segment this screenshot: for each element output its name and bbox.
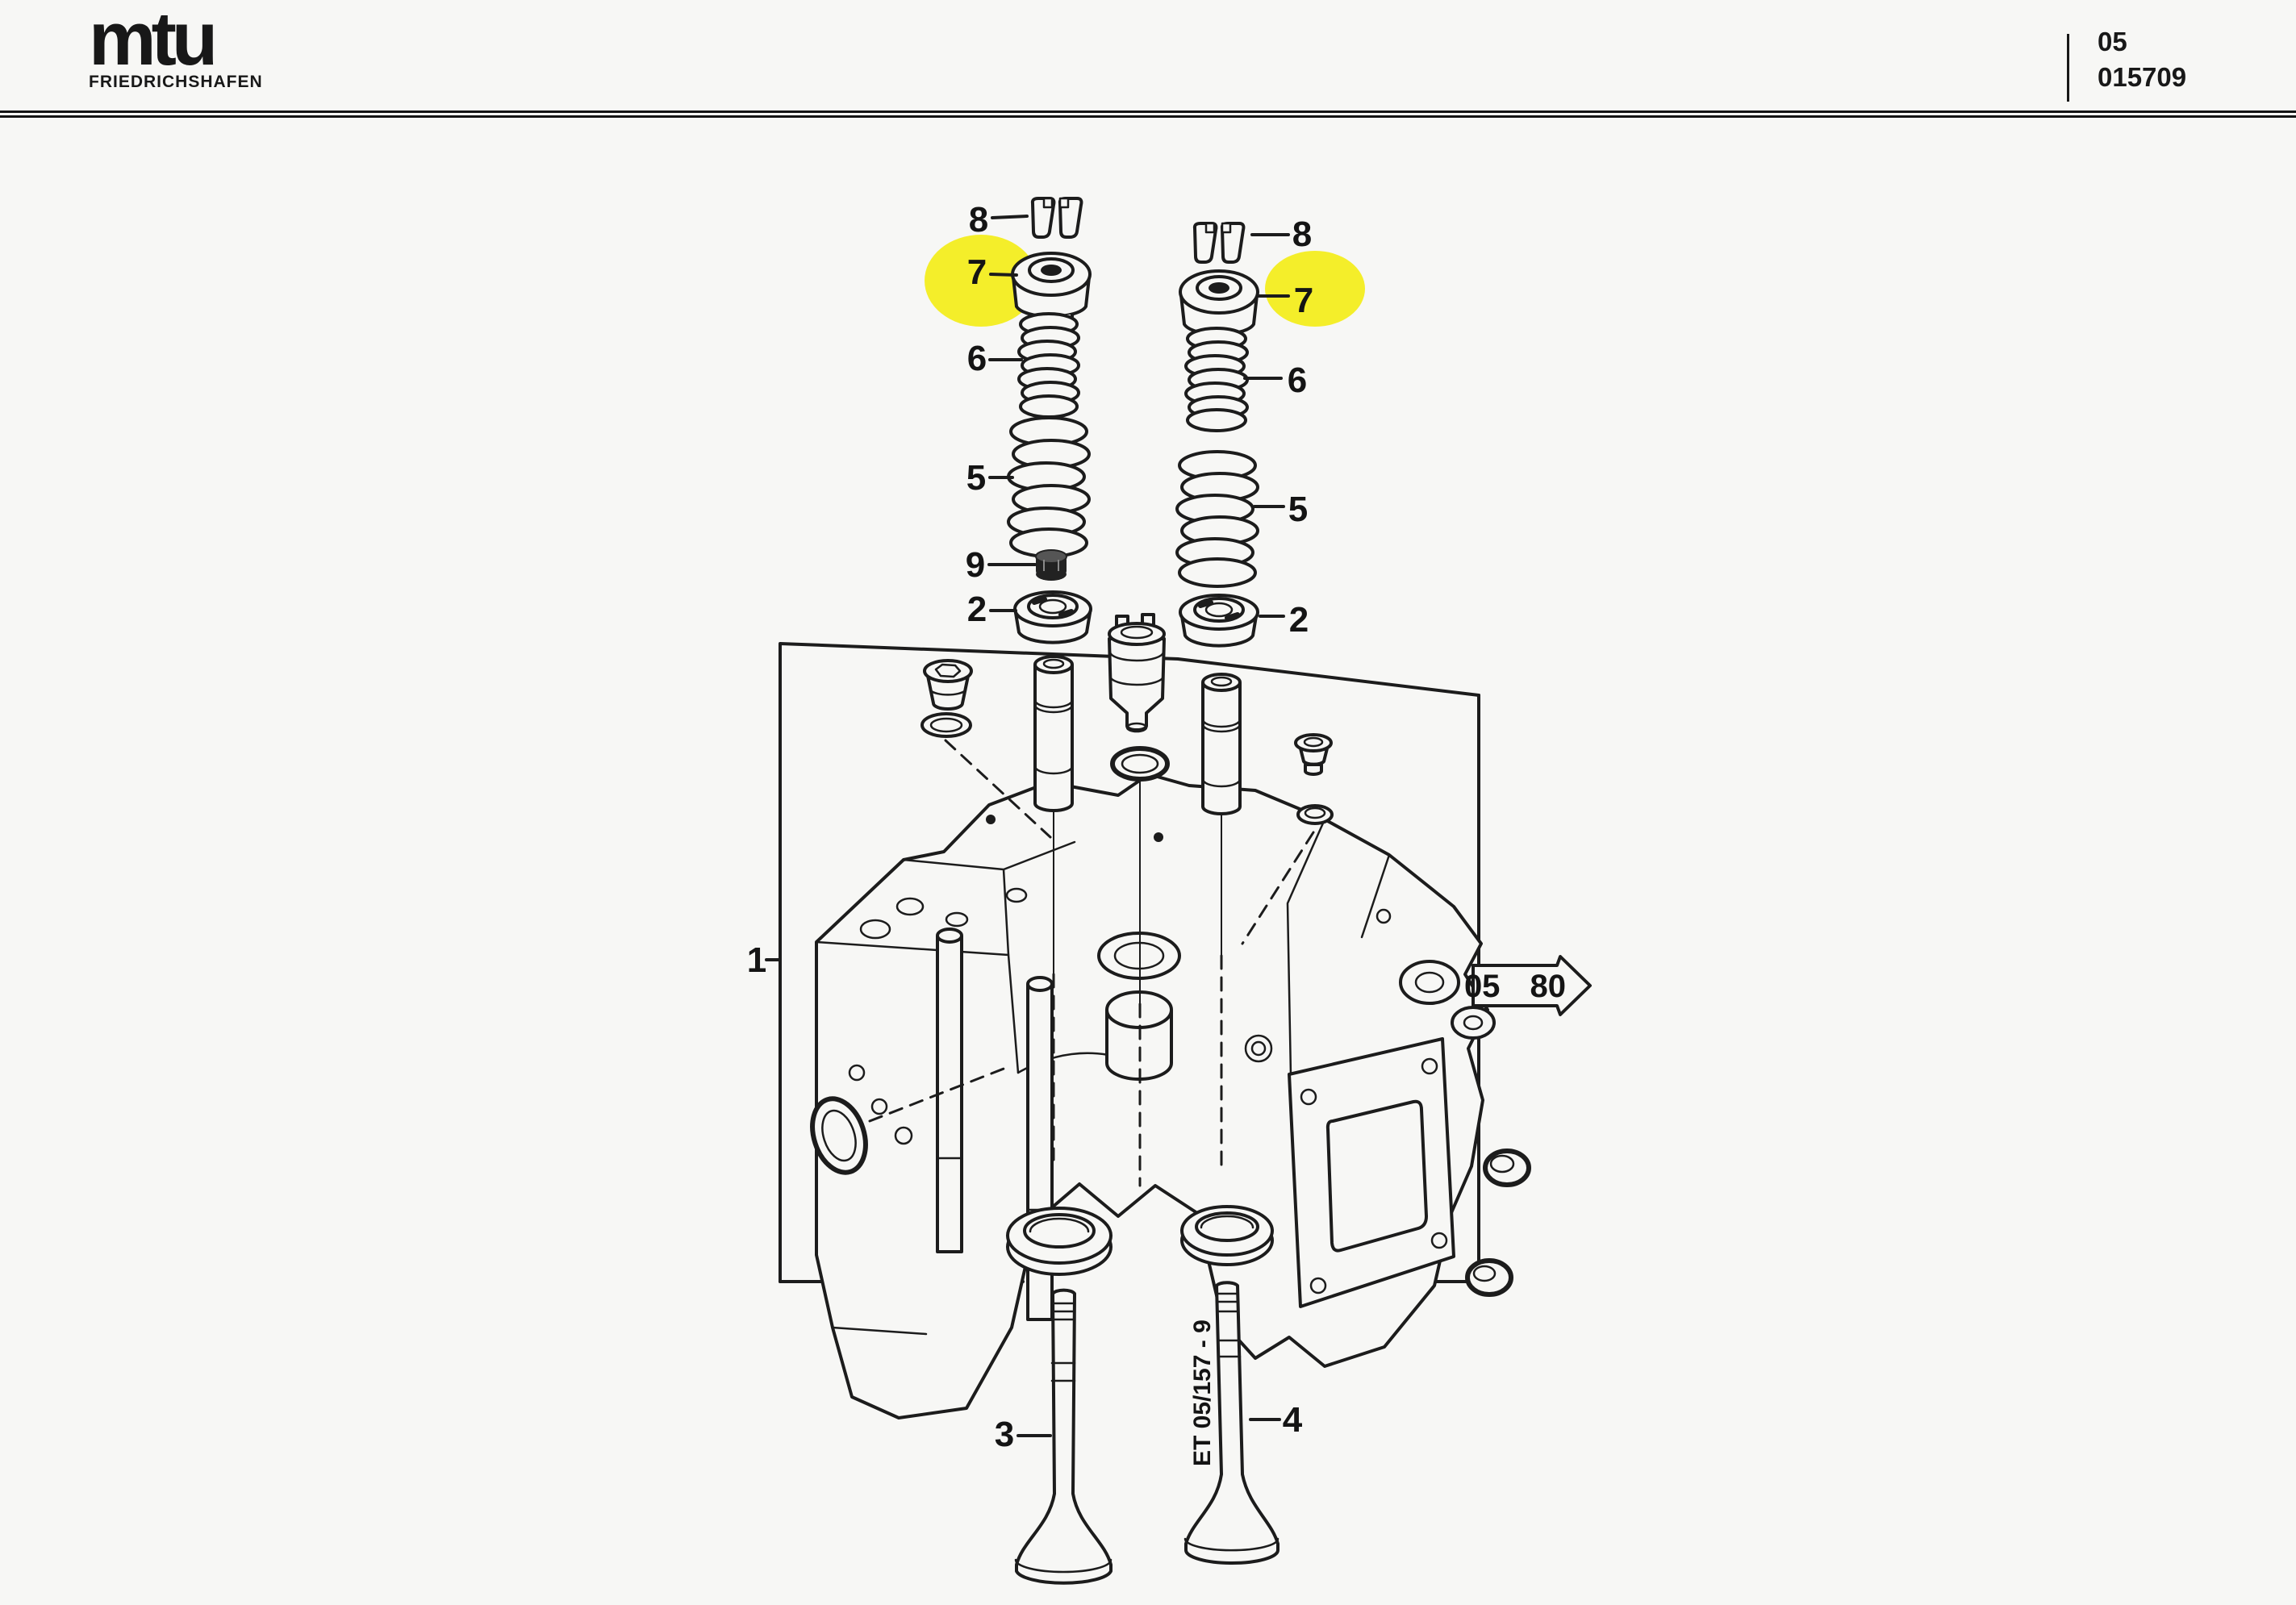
document-sheet-number: 015709: [2098, 62, 2187, 92]
head-stud-left: [936, 928, 963, 1253]
valve-seal-ring-left: [1006, 1207, 1113, 1276]
valve-guide-left: [1033, 655, 1074, 812]
valve-right: [1183, 1281, 1279, 1565]
callout-label-2-right: 2: [1289, 600, 1309, 640]
callout-label-7-left: 7: [967, 252, 987, 292]
valve-left: [1014, 1288, 1113, 1585]
highlight-mark-left-7: [925, 235, 1037, 327]
spring-retainer-right: [1179, 269, 1259, 356]
o-ring-small-left: [920, 712, 972, 738]
callout-label-5-right: 5: [1288, 490, 1308, 529]
cylinder-head: [815, 773, 1496, 1419]
valve-keeper-pair-right: [1192, 222, 1246, 264]
callout-label-6-right: 6: [1288, 361, 1307, 400]
cross-reference-arrow-label: 05 80: [1464, 969, 1566, 1004]
callout-label-8-right: 8: [1292, 215, 1312, 254]
plug-small-right: [1294, 733, 1333, 776]
valve-guide-right: [1201, 673, 1242, 815]
document-code: 05 015709: [2098, 24, 2186, 95]
callout-label-5-left: 5: [966, 458, 986, 498]
screw-plug: [923, 659, 973, 711]
injector-sleeve: [1108, 613, 1166, 733]
callout-label-9: 9: [966, 545, 985, 585]
o-ring-small-right: [1296, 804, 1334, 825]
mtu-logo-subtitle: FRIEDRICHSHAFEN: [89, 73, 263, 91]
callout-label-3: 3: [995, 1415, 1014, 1454]
callout-label-7-right: 7: [1294, 281, 1313, 320]
document-group-number: 05: [2098, 27, 2127, 56]
cross-reference-arrow[interactable]: 05 80: [1464, 955, 1592, 1016]
header-rule-bottom: [0, 115, 2296, 118]
mtu-logo-wordmark: mtu: [89, 0, 218, 81]
callout-label-4: 4: [1283, 1400, 1303, 1440]
construction-lines: [868, 739, 1315, 1187]
exhaust-port-flange: [1288, 1037, 1455, 1308]
callout-label-2-left: 2: [967, 590, 987, 629]
callout-leader-lines: [765, 215, 1290, 1437]
mtu-logo: mtu FRIEDRICHSHAFEN: [89, 0, 263, 92]
inner-valve-spring-right: [1184, 327, 1249, 432]
valve-stem-seal: [1035, 549, 1067, 581]
header-divider-bar: [2067, 34, 2069, 102]
outer-valve-spring-left: [1007, 416, 1091, 558]
header-rule-top: [0, 110, 2296, 113]
cup-plug-upper: [1483, 1149, 1531, 1187]
highlight-mark-right-7: [1265, 251, 1365, 327]
callout-label-8-left: 8: [969, 200, 988, 240]
callout-label-6-left: 6: [967, 339, 987, 378]
valve-seal-ring-right: [1180, 1205, 1274, 1266]
outer-valve-spring-right: [1175, 450, 1259, 588]
cup-plug-lower: [1465, 1258, 1513, 1297]
inner-valve-spring-left: [1017, 312, 1080, 419]
spring-seat-rotocap-left: [1013, 590, 1092, 644]
valve-keeper-pair-left: [1030, 197, 1083, 239]
et-annotation: ET 05/157 - 9: [1189, 1319, 1216, 1466]
callout-label-1: 1: [747, 940, 766, 980]
spring-seat-rotocap-right: [1179, 594, 1259, 648]
o-ring-center: [1110, 746, 1170, 782]
oval-seal-ring: [810, 1096, 868, 1175]
